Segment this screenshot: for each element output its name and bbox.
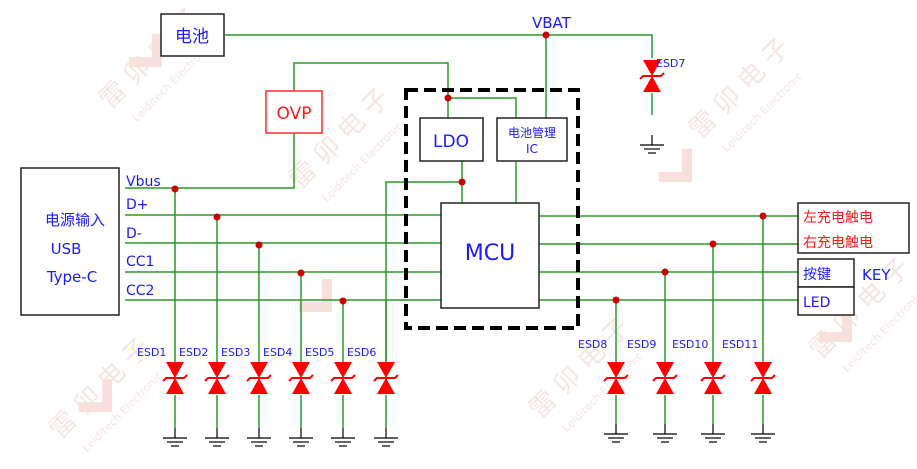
svg-text:Type-C: Type-C <box>46 268 97 286</box>
junction-dot <box>612 296 620 304</box>
net-vbus: Vbus <box>126 174 161 190</box>
svg-text:电源输入: 电源输入 <box>45 211 105 229</box>
svg-text:ESD1: ESD1 <box>137 346 166 359</box>
battery-management-ic-block: 电池管理 IC <box>496 117 568 162</box>
net-dminus: D- <box>126 226 142 242</box>
right-contact-label: 右充电触电 <box>803 235 873 251</box>
ldo-label: LDO <box>433 132 469 152</box>
ovp-label: OVP <box>277 104 312 124</box>
svg-text:ESD7: ESD7 <box>656 57 685 70</box>
button-label: 按键 <box>803 267 831 283</box>
esd11: ESD11 <box>722 338 776 443</box>
svg-text:ESD5: ESD5 <box>305 346 334 359</box>
svg-text:USB: USB <box>51 240 82 258</box>
esd10: ESD10 <box>672 338 726 443</box>
charge-contacts-block: 左充电触电 右充电触电 <box>797 202 910 254</box>
button-block: 按键 <box>797 258 855 288</box>
svg-text:ESD8: ESD8 <box>578 338 607 351</box>
svg-text:ESD10: ESD10 <box>672 338 708 351</box>
esd7: ESD7 <box>639 57 685 154</box>
svg-text:ESD11: ESD11 <box>722 338 758 351</box>
svg-text:ESD9: ESD9 <box>627 338 656 351</box>
led-label: LED <box>803 295 830 311</box>
junction-dot <box>171 185 179 193</box>
mcu-block: MCU <box>440 202 540 309</box>
junction-dot <box>255 241 263 249</box>
usb-type-c-block: 电源输入 USB Type-C <box>20 167 120 316</box>
mcu-subsystem-frame <box>404 88 580 330</box>
svg-text:电池管理: 电池管理 <box>508 125 556 140</box>
junction-dot <box>213 213 221 221</box>
junction-dot <box>339 297 347 305</box>
esd6: ESD6 <box>347 346 399 447</box>
left-contact-label: 左充电触电 <box>803 210 873 226</box>
net-dplus: D+ <box>126 197 149 213</box>
junction-dot <box>661 268 669 276</box>
wires <box>125 34 798 428</box>
battery-block: 电池 <box>160 13 225 57</box>
junction-dot <box>297 269 305 277</box>
junction-dot <box>709 240 717 248</box>
junction-dot <box>444 94 452 102</box>
net-vbat: VBAT <box>532 14 572 32</box>
svg-text:ESD3: ESD3 <box>221 346 250 359</box>
esd5: ESD5 <box>305 346 356 447</box>
led-block: LED <box>797 286 855 316</box>
junctions <box>171 31 767 305</box>
junction-dot <box>458 178 466 186</box>
ovp-block: OVP <box>265 90 323 134</box>
esd2: ESD2 <box>179 346 230 447</box>
esd4: ESD4 <box>263 346 314 447</box>
esd3: ESD3 <box>221 346 272 447</box>
esd9: ESD9 <box>627 338 678 443</box>
junction-dot <box>542 31 550 39</box>
svg-text:IC: IC <box>526 142 538 156</box>
esd1: ESD1 <box>137 346 188 447</box>
junction-dot <box>759 212 767 220</box>
watermark: 雷 卯 电 子 Leiditech Electronic <box>524 313 645 435</box>
svg-text:ESD4: ESD4 <box>263 346 292 359</box>
svg-text:ESD6: ESD6 <box>347 346 376 359</box>
watermark: 雷 卯 电 子 Leiditech Electronic <box>684 33 805 155</box>
battery-label: 电池 <box>175 27 209 47</box>
svg-text:ESD2: ESD2 <box>179 346 208 359</box>
ldo-block: LDO <box>419 117 484 162</box>
net-cc1: CC1 <box>126 254 154 270</box>
net-key: KEY <box>862 266 891 284</box>
net-cc2: CC2 <box>126 283 154 299</box>
esd8: ESD8 <box>578 338 629 443</box>
mcu-label: MCU <box>465 241 515 266</box>
